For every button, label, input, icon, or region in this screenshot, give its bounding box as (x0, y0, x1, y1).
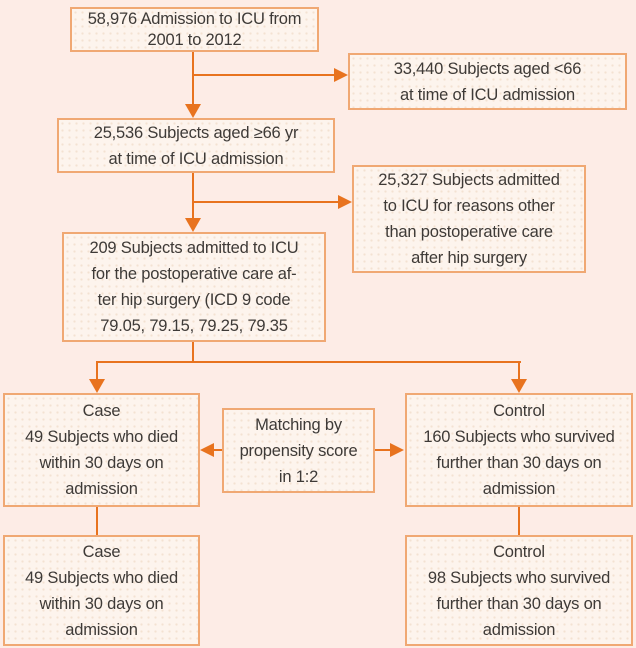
text-line: 49 Subjects who died (25, 568, 178, 587)
text-line: to ICU for reasons other (383, 197, 555, 215)
text-line: further than 30 days on (436, 454, 602, 472)
connector-line (96, 361, 521, 363)
connector-line (96, 507, 98, 535)
flow-box-case-matched: Case 49 Subjects who died within 30 days… (3, 535, 200, 646)
flow-box-excluded-under-66: 33,440 Subjects aged <66 at time of ICU … (348, 53, 627, 110)
flow-box-excluded-other-reasons: 25,327 Subjects admitted to ICU for reas… (352, 165, 586, 273)
text-line: admission (65, 620, 138, 639)
text-line: further than 30 days on (436, 594, 602, 613)
arrow-right-icon (390, 443, 404, 457)
text-line: Control (493, 402, 545, 420)
text-line: after hip surgery (411, 249, 527, 267)
text-line: 58,976 Admission to ICU from (87, 9, 302, 28)
text-line: Case (82, 402, 121, 420)
flow-box-icu-admissions: 58,976 Admission to ICU from 2001 to 201… (70, 7, 319, 52)
connector-line (192, 52, 194, 106)
connector-line (192, 173, 194, 219)
text-line: 25,536 Subjects aged ≥66 yr (93, 123, 299, 142)
connector-line (375, 449, 392, 451)
text-line: for the postoperative care af- (91, 265, 297, 283)
text-line: propensity score (239, 441, 358, 460)
text-line: Control (493, 542, 545, 561)
connector-line (193, 201, 338, 203)
arrow-left-icon (200, 443, 214, 457)
connector-line (518, 507, 520, 535)
connector-line (192, 342, 194, 363)
connector-line (212, 449, 222, 451)
flow-box-aged-66-and-over: 25,536 Subjects aged ≥66 yr at time of I… (57, 118, 335, 173)
arrow-down-icon (511, 379, 527, 393)
arrow-right-icon (338, 195, 352, 209)
text-line: admission (65, 480, 138, 498)
text-line: within 30 days on (39, 594, 164, 613)
text-line: 209 Subjects admitted to ICU (89, 239, 299, 257)
text-line: 160 Subjects who survived (423, 428, 615, 446)
flow-box-case-group: Case 49 Subjects who died within 30 days… (3, 393, 200, 507)
text-line: admission (482, 480, 556, 498)
connector-line (193, 74, 335, 76)
text-line: within 30 days on (39, 454, 164, 472)
text-line: 2001 to 2012 (147, 30, 242, 49)
text-line: admission (482, 620, 556, 639)
connector-line (96, 361, 98, 380)
text-line: at time of ICU admission (108, 149, 284, 168)
text-line: 98 Subjects who survived (427, 568, 611, 587)
arrow-down-icon (185, 218, 201, 232)
text-line: in 1:2 (278, 467, 319, 486)
arrow-right-icon (334, 68, 348, 82)
flow-box-control-group: Control 160 Subjects who survived furthe… (405, 393, 633, 507)
flow-box-control-matched: Control 98 Subjects who survived further… (405, 535, 633, 646)
text-line: 49 Subjects who died (25, 428, 178, 446)
arrow-down-icon (89, 379, 105, 393)
flow-box-postop-hip-surgery: 209 Subjects admitted to ICU for the pos… (62, 232, 326, 342)
text-line: 25,327 Subjects admitted (378, 171, 560, 189)
text-line: 79.05, 79.15, 79.25, 79.35 (100, 317, 288, 335)
text-line: Case (82, 542, 121, 561)
text-line: Matching by (255, 415, 342, 434)
connector-line (518, 361, 520, 380)
arrow-down-icon (185, 104, 201, 118)
text-line: at time of ICU admission (400, 85, 575, 104)
flow-box-propensity-matching: Matching by propensity score in 1:2 (222, 408, 375, 493)
text-line: ter hip surgery (ICD 9 code (97, 291, 291, 309)
text-line: than postoperative care (385, 223, 553, 241)
text-line: 33,440 Subjects aged <66 (393, 59, 582, 78)
